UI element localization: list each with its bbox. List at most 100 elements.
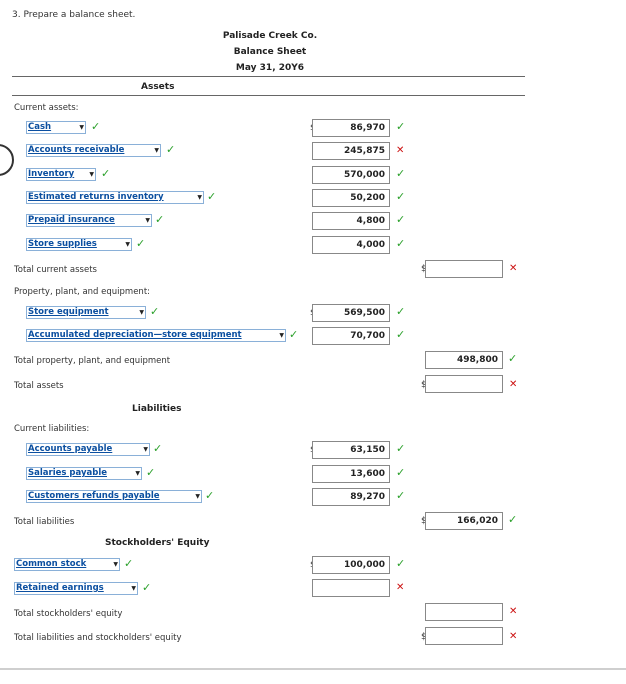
cash-amount-input[interactable]: 86,970 bbox=[312, 119, 390, 137]
estimated-returns-inventory-dropdown[interactable]: Estimated returns inventory ▼ bbox=[26, 191, 204, 204]
store-supplies-dropdown[interactable]: Store supplies ▼ bbox=[26, 238, 132, 251]
check-icon: ✓ bbox=[91, 120, 101, 133]
inventory-label: Inventory bbox=[28, 169, 75, 179]
store-supplies-label: Store supplies bbox=[28, 239, 97, 249]
check-icon: ✓ bbox=[207, 190, 217, 203]
cash-dropdown[interactable]: Cash ▼ bbox=[26, 121, 86, 134]
accounts-receivable-amount-input[interactable]: 245,875 bbox=[312, 142, 390, 160]
total-ppe-input[interactable]: 498,800 bbox=[425, 351, 503, 369]
company-name: Palisade Creek Co. bbox=[222, 31, 318, 41]
store-equipment-dropdown[interactable]: Store equipment ▼ bbox=[26, 306, 146, 319]
check-icon: ✓ bbox=[205, 489, 215, 502]
total-liabilities-label: Total liabilities bbox=[14, 517, 75, 527]
check-icon: ✓ bbox=[146, 466, 156, 479]
check-icon: ✓ bbox=[124, 557, 134, 570]
prepaid-insurance-label: Prepaid insurance bbox=[28, 215, 115, 225]
common-stock-amount-input[interactable]: 100,000 bbox=[312, 556, 390, 574]
total-ppe-label: Total property, plant, and equipment bbox=[14, 356, 171, 366]
check-icon: ✓ bbox=[396, 190, 406, 203]
total-se-label: Total stockholders' equity bbox=[14, 609, 123, 619]
check-icon: ✓ bbox=[155, 213, 165, 226]
accounts-payable-amount-input[interactable]: 63,150 bbox=[312, 441, 390, 459]
chevron-down-icon: ▼ bbox=[135, 470, 140, 477]
prepaid-insurance-dropdown[interactable]: Prepaid insurance ▼ bbox=[26, 214, 152, 227]
store-supplies-amount-input[interactable]: 4,000 bbox=[312, 236, 390, 254]
ppe-label: Property, plant, and equipment: bbox=[14, 287, 151, 297]
check-icon: ✓ bbox=[396, 466, 406, 479]
chevron-down-icon: ▼ bbox=[89, 171, 94, 178]
check-icon: ✓ bbox=[508, 513, 518, 526]
check-icon: ✓ bbox=[396, 442, 406, 455]
dollar-sign: $ bbox=[421, 380, 427, 390]
bottom-divider bbox=[0, 668, 626, 670]
equity-heading: Stockholders' Equity bbox=[105, 538, 210, 548]
cross-icon: ✕ bbox=[509, 379, 518, 390]
statement-date: May 31, 20Y6 bbox=[235, 63, 305, 73]
cross-icon: ✕ bbox=[509, 606, 518, 617]
chevron-down-icon: ▼ bbox=[113, 561, 118, 568]
statement-name: Balance Sheet bbox=[233, 47, 307, 57]
inventory-dropdown[interactable]: Inventory ▼ bbox=[26, 168, 96, 181]
check-icon: ✓ bbox=[289, 328, 299, 341]
accounts-receivable-dropdown[interactable]: Accounts receivable▼ bbox=[26, 144, 161, 157]
accounts-payable-dropdown[interactable]: Accounts payable ▼ bbox=[26, 443, 150, 456]
inventory-amount-input[interactable]: 570,000 bbox=[312, 166, 390, 184]
chevron-down-icon: ▼ bbox=[197, 194, 202, 201]
cash-account-label: Cash bbox=[28, 122, 52, 132]
liabilities-heading: Liabilities bbox=[132, 404, 182, 414]
assets-heading: Assets bbox=[141, 82, 175, 92]
total-assets-label: Total assets bbox=[14, 381, 64, 391]
check-icon: ✓ bbox=[396, 237, 406, 250]
header-rule bbox=[12, 76, 525, 77]
total-l-se-input[interactable] bbox=[425, 627, 503, 645]
dollar-sign: $ bbox=[421, 516, 427, 526]
chevron-down-icon: ▼ bbox=[279, 332, 284, 339]
check-icon: ✓ bbox=[396, 328, 406, 341]
check-icon: ✓ bbox=[136, 237, 146, 250]
chevron-down-icon: ▼ bbox=[195, 493, 200, 500]
question-title: 3. Prepare a balance sheet. bbox=[12, 10, 136, 20]
customers-refunds-payable-dropdown[interactable]: Customers refunds payable ▼ bbox=[26, 490, 202, 503]
total-assets-input[interactable] bbox=[425, 375, 503, 393]
retained-earnings-amount-input[interactable] bbox=[312, 579, 390, 597]
current-liabilities-label: Current liabilities: bbox=[14, 424, 90, 434]
accumulated-depreciation-amount-input[interactable]: 70,700 bbox=[312, 327, 390, 345]
retained-earnings-dropdown[interactable]: Retained earnings▼ bbox=[14, 582, 138, 595]
accumulated-depreciation-dropdown[interactable]: Accumulated depreciation—store equipment… bbox=[26, 329, 286, 342]
common-stock-label: Common stock bbox=[16, 559, 87, 569]
store-equipment-amount-input[interactable]: 569,500 bbox=[312, 304, 390, 322]
cross-icon: ✕ bbox=[509, 263, 518, 274]
dollar-sign: $ bbox=[421, 264, 427, 274]
estimated-returns-amount-input[interactable]: 50,200 bbox=[312, 189, 390, 207]
chevron-down-icon: ▼ bbox=[139, 309, 144, 316]
chevron-down-icon: ▼ bbox=[145, 217, 150, 224]
chevron-down-icon: ▼ bbox=[131, 585, 136, 592]
total-current-assets-input[interactable] bbox=[425, 260, 503, 278]
check-icon: ✓ bbox=[396, 167, 406, 180]
check-icon: ✓ bbox=[396, 489, 406, 502]
check-icon: ✓ bbox=[508, 352, 518, 365]
accumulated-depreciation-label: Accumulated depreciation—store equipment bbox=[28, 330, 242, 340]
current-assets-label: Current assets: bbox=[14, 103, 79, 113]
estimated-returns-inventory-label: Estimated returns inventory bbox=[28, 192, 164, 202]
salaries-payable-amount-input[interactable]: 13,600 bbox=[312, 465, 390, 483]
total-se-input[interactable] bbox=[425, 603, 503, 621]
check-icon: ✓ bbox=[166, 143, 176, 156]
cross-icon: ✕ bbox=[396, 145, 405, 156]
common-stock-dropdown[interactable]: Common stock ▼ bbox=[14, 558, 120, 571]
accounts-receivable-label: Accounts receivable bbox=[28, 145, 125, 155]
check-icon: ✓ bbox=[150, 305, 160, 318]
salaries-payable-label: Salaries payable bbox=[28, 468, 107, 478]
chevron-down-icon: ▼ bbox=[125, 241, 130, 248]
customers-refunds-amount-input[interactable]: 89,270 bbox=[312, 488, 390, 506]
assets-rule bbox=[12, 95, 525, 96]
store-equipment-label: Store equipment bbox=[28, 307, 109, 317]
accounts-payable-label: Accounts payable bbox=[28, 444, 113, 454]
chevron-down-icon: ▼ bbox=[79, 124, 84, 131]
customers-refunds-payable-label: Customers refunds payable bbox=[28, 491, 160, 501]
total-liabilities-input[interactable]: 166,020 bbox=[425, 512, 503, 530]
chevron-down-icon: ▼ bbox=[143, 446, 148, 453]
salaries-payable-dropdown[interactable]: Salaries payable ▼ bbox=[26, 467, 142, 480]
prepaid-insurance-amount-input[interactable]: 4,800 bbox=[312, 212, 390, 230]
check-icon: ✓ bbox=[142, 581, 152, 594]
